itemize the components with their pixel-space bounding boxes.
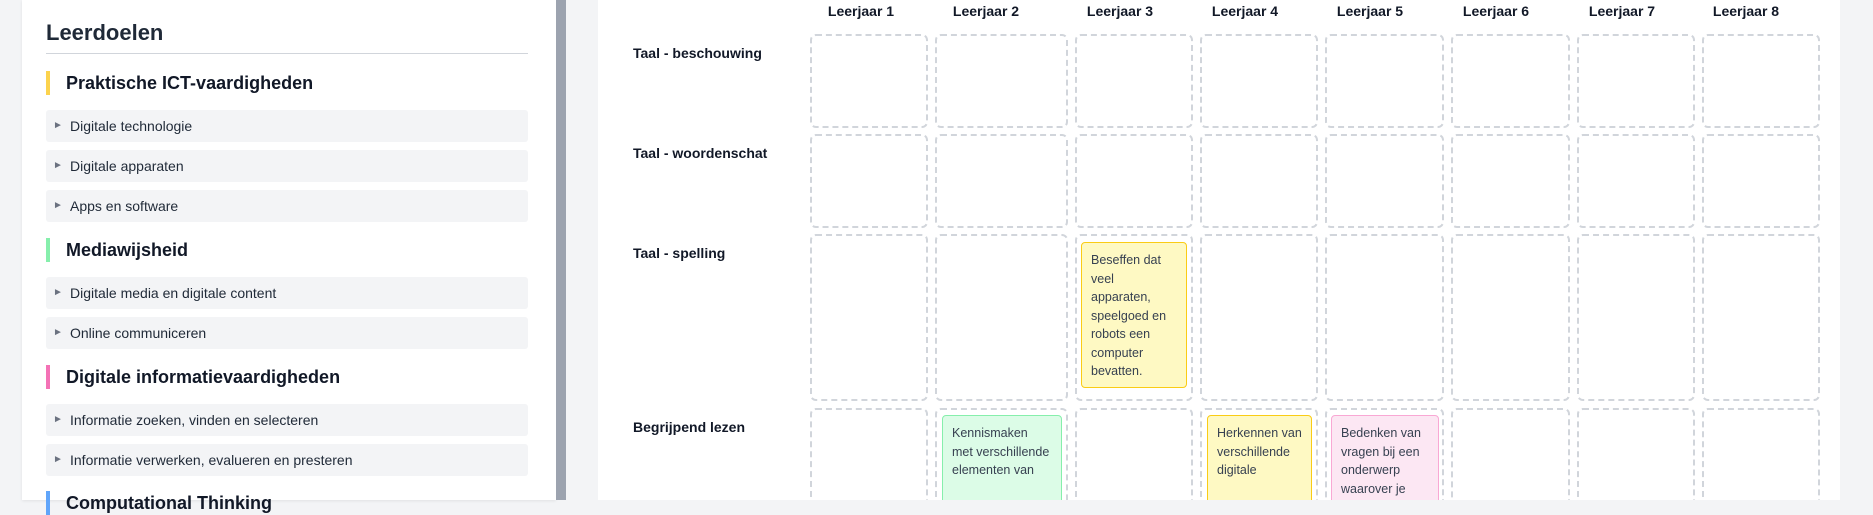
column-header-leerjaar-4: Leerjaar 4 [1211, 3, 1279, 19]
grid-cell[interactable]: Herkennen van verschillende digitale [1200, 408, 1318, 500]
grid-cell[interactable] [1200, 134, 1318, 228]
goal-card[interactable]: Kennismaken met verschillende elementen … [942, 415, 1062, 500]
goal-item-digitale-apparaten[interactable]: ► Digitale apparaten [46, 150, 528, 182]
category-digitale-informatievaardigheden: Digitale informatievaardigheden [46, 365, 340, 389]
grid-cell[interactable] [1325, 234, 1444, 401]
panel-title: Leerdoelen [46, 20, 164, 45]
grid-cell[interactable] [1702, 34, 1820, 128]
grid-cell[interactable] [1325, 34, 1444, 128]
drag-handle-icon: ► [53, 160, 63, 171]
category-mediawijsheid: Mediawijsheid [46, 238, 188, 262]
row-label-taal-spelling: Taal - spelling [633, 245, 726, 261]
goal-item-label: Informatie zoeken, vinden en selecteren [70, 412, 319, 428]
curriculum-grid: Leerjaar 1 Leerjaar 2 Leerjaar 3 Leerjaa… [598, 0, 1840, 500]
column-header-leerjaar-6: Leerjaar 6 [1462, 3, 1530, 19]
row-label-taal-woordenschat: Taal - woordenschat [633, 145, 768, 161]
grid-cell[interactable] [810, 408, 928, 500]
drag-handle-icon: ► [53, 327, 63, 338]
goal-card[interactable]: Herkennen van verschillende digitale [1207, 415, 1312, 500]
drag-handle-icon: ► [53, 414, 63, 425]
row-label-begrijpend-lezen: Begrijpend lezen [633, 419, 746, 435]
column-header-leerjaar-3: Leerjaar 3 [1086, 3, 1154, 19]
grid-cell[interactable] [1325, 134, 1444, 228]
drag-handle-icon: ► [53, 200, 63, 211]
grid-cell[interactable] [1451, 408, 1570, 500]
column-header-leerjaar-7: Leerjaar 7 [1588, 3, 1656, 19]
goal-item-informatie-verwerken[interactable]: ► Informatie verwerken, evalueren en pre… [46, 444, 528, 476]
grid-cell[interactable] [1702, 408, 1820, 500]
column-header-leerjaar-2: Leerjaar 2 [952, 3, 1020, 19]
grid-cell[interactable] [935, 134, 1068, 228]
grid-cell[interactable] [1451, 34, 1570, 128]
goal-item-digitale-media[interactable]: ► Digitale media en digitale content [46, 277, 528, 309]
goal-card[interactable]: Beseffen dat veel apparaten, speelgoed e… [1081, 242, 1187, 388]
grid-cell[interactable]: Bedenken van vragen bij een onderwerp wa… [1325, 408, 1444, 500]
grid-cell[interactable] [935, 234, 1068, 401]
grid-cell[interactable] [1075, 134, 1193, 228]
title-divider [46, 53, 528, 54]
curriculum-area: Leerjaar 1 Leerjaar 2 Leerjaar 3 Leerjaa… [566, 0, 1873, 500]
grid-cell[interactable] [1577, 234, 1695, 401]
goal-item-apps-en-software[interactable]: ► Apps en software [46, 190, 528, 222]
grid-cell[interactable] [1702, 134, 1820, 228]
goal-item-digitale-technologie[interactable]: ► Digitale technologie [46, 110, 528, 142]
grid-cell[interactable] [1577, 134, 1695, 228]
column-header-leerjaar-5: Leerjaar 5 [1336, 3, 1404, 19]
grid-cell[interactable] [935, 34, 1068, 128]
grid-cell[interactable] [1451, 234, 1570, 401]
goal-item-informatie-zoeken[interactable]: ► Informatie zoeken, vinden en selectere… [46, 404, 528, 436]
learning-goals-panel: Leerdoelen Praktische ICT-vaardigheden ►… [22, 0, 556, 515]
grid-cell[interactable] [1075, 34, 1193, 128]
grid-cell[interactable] [810, 134, 928, 228]
grid-cell[interactable]: Beseffen dat veel apparaten, speelgoed e… [1075, 234, 1193, 401]
grid-cell[interactable] [1075, 408, 1193, 500]
category-praktische-ict: Praktische ICT-vaardigheden [46, 71, 313, 95]
goal-item-label: Informatie verwerken, evalueren en prest… [70, 452, 353, 468]
goal-item-label: Digitale technologie [70, 118, 193, 134]
drag-handle-icon: ► [53, 454, 63, 465]
grid-cell[interactable]: Kennismaken met verschillende elementen … [935, 408, 1068, 500]
grid-cell[interactable] [1200, 234, 1318, 401]
panel-resize-divider[interactable] [556, 0, 566, 500]
row-label-taal-beschouwing: Taal - beschouwing [633, 45, 762, 61]
grid-cell[interactable] [1577, 408, 1695, 500]
goal-card[interactable]: Bedenken van vragen bij een onderwerp wa… [1331, 415, 1439, 500]
column-header-leerjaar-1: Leerjaar 1 [827, 3, 895, 19]
goal-item-label: Digitale apparaten [70, 158, 184, 174]
drag-handle-icon: ► [53, 287, 63, 298]
grid-cell[interactable] [1451, 134, 1570, 228]
goal-item-online-communiceren[interactable]: ► Online communiceren [46, 317, 528, 349]
goal-item-label: Digitale media en digitale content [70, 285, 277, 301]
drag-handle-icon: ► [53, 120, 63, 131]
category-computational-thinking: Computational Thinking [46, 491, 272, 515]
grid-cell[interactable] [1702, 234, 1820, 401]
grid-cell[interactable] [1200, 34, 1318, 128]
goal-item-label: Online communiceren [70, 325, 207, 341]
goal-item-label: Apps en software [70, 198, 179, 214]
column-header-leerjaar-8: Leerjaar 8 [1712, 3, 1780, 19]
grid-cell[interactable] [810, 234, 928, 401]
grid-cell[interactable] [1577, 34, 1695, 128]
grid-cell[interactable] [810, 34, 928, 128]
